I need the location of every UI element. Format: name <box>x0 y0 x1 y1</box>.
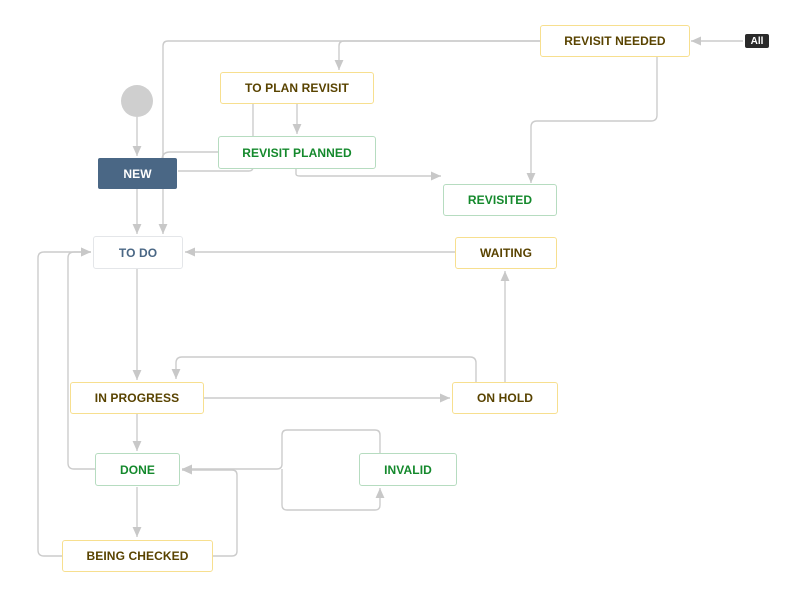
edge-done-to-invalid <box>281 469 385 511</box>
status-waiting[interactable]: WAITING <box>455 237 557 269</box>
edge-revisit-planned-to-revisited <box>295 169 441 181</box>
edge-being-checked-to-to-do <box>37 247 91 557</box>
edge-done-to-to-do <box>67 247 95 470</box>
edge-on-hold-to-in-progress <box>171 356 477 382</box>
status-revisited[interactable]: REVISITED <box>443 184 557 216</box>
status-being-checked[interactable]: BEING CHECKED <box>62 540 213 572</box>
status-on-hold[interactable]: ON HOLD <box>452 382 558 414</box>
status-to-do[interactable]: TO DO <box>93 236 183 269</box>
status-to-plan-revisit[interactable]: TO PLAN REVISIT <box>220 72 374 104</box>
edge-invalid-to-done <box>182 429 381 474</box>
edge-being-checked-to-done <box>182 465 238 557</box>
status-revisit-needed[interactable]: REVISIT NEEDED <box>540 25 690 57</box>
edge-revisit-needed-to-to-plan-revisit <box>334 40 540 70</box>
edge-revisit-needed-to-revisited <box>526 57 658 183</box>
edge-revisit-needed-to-to-do <box>158 40 540 234</box>
start-node <box>121 85 153 117</box>
status-invalid[interactable]: INVALID <box>359 453 457 486</box>
all-transition-badge: All <box>745 34 769 48</box>
status-in-progress[interactable]: IN PROGRESS <box>70 382 204 414</box>
status-new[interactable]: NEW <box>98 158 177 189</box>
status-done[interactable]: DONE <box>95 453 180 486</box>
status-revisit-planned[interactable]: REVISIT PLANNED <box>218 136 376 169</box>
